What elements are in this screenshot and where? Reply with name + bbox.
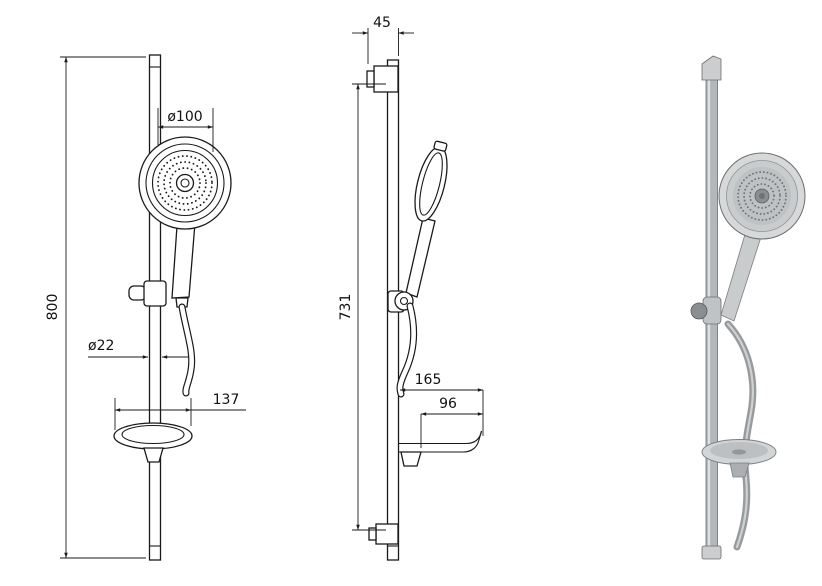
dimension-rail-length: 731 [338,83,386,531]
soap-dish-3d [701,439,777,478]
bottom-cap-3d [701,545,722,560]
dim-label-bar-diameter: ø22 [88,338,114,354]
hand-shower-handle-front [171,222,196,308]
dimension-dish-width: 137 [114,392,246,430]
shower-head-3d [718,152,806,240]
dim-label-overall-height: 800 [45,294,61,321]
wall-bracket-front [128,280,167,307]
dim-label-wall-offset: 45 [373,15,391,31]
dimension-wall-offset: 45 [352,15,414,64]
soap-dish-front [113,422,193,463]
slide-bar-front [148,54,162,561]
shower-hose-side [396,302,418,398]
dimension-head-diameter: ø100 [157,108,214,152]
wall-bracket-3d [690,296,722,325]
shower-hose-3d [724,320,757,551]
shower-head-front [138,136,232,230]
dim-label-dish-depth: 96 [439,396,457,412]
dim-label-rail-length: 731 [338,294,354,321]
hand-shower-handle-3d [720,230,762,322]
soap-dish-side [399,430,483,467]
dim-label-dish-reach: 165 [415,372,442,388]
shower-hose-front [178,303,196,397]
dim-label-dish-width: 137 [213,392,240,408]
wall-bracket-side-top [366,65,399,93]
hand-shower-handle-side [405,217,436,298]
wall-bracket-side-bottom [368,523,399,545]
rendered-view [690,55,806,560]
shower-head-side [414,140,448,222]
dimension-dish-reach: 165 [400,372,484,436]
top-cap-3d [701,55,722,81]
dimension-dish-depth: 96 [420,396,483,448]
front-view: 800 ø100 ø22 137 [45,54,246,561]
dimension-overall-height: 800 [45,56,146,559]
side-view: 45 731 165 96 [338,15,484,561]
dim-label-head-diameter: ø100 [167,109,202,125]
dimension-bar-diameter: ø22 [88,338,188,359]
